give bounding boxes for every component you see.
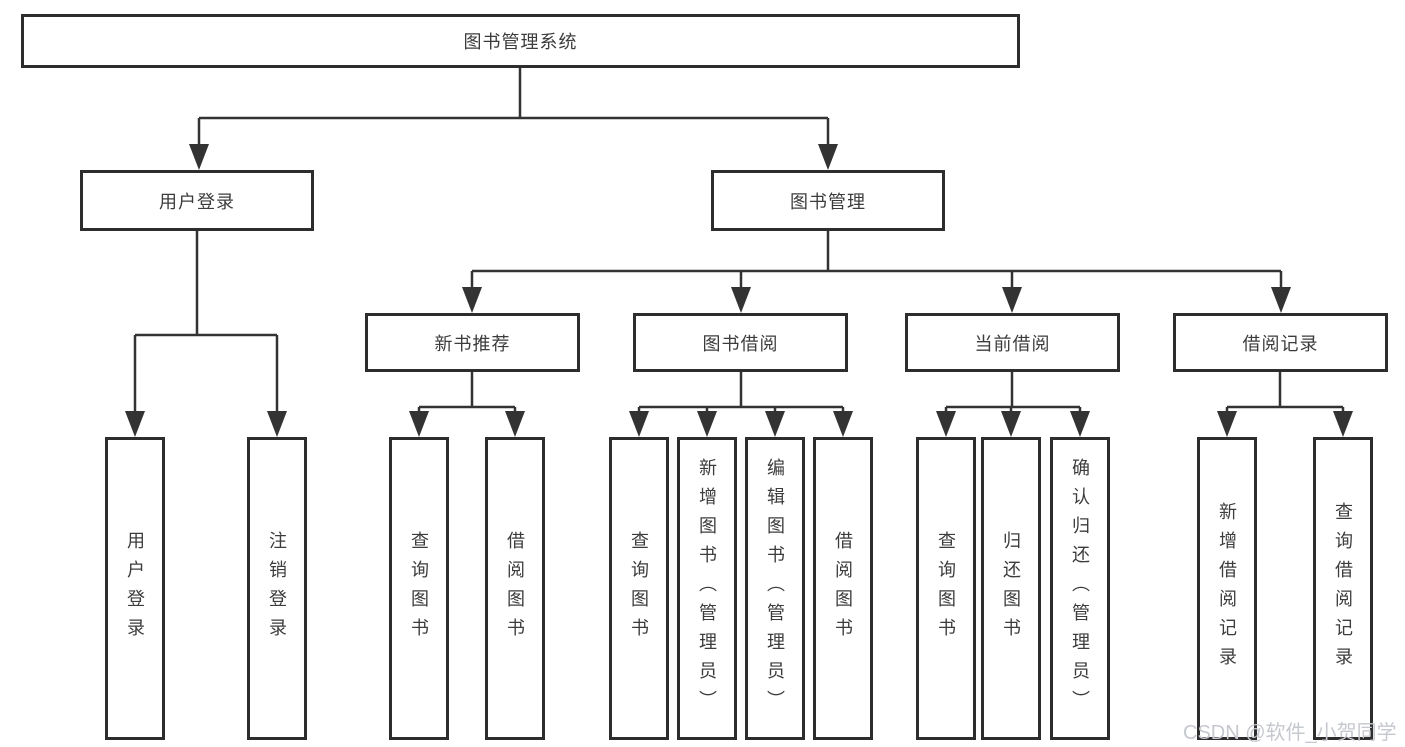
leaf-edit-books-admin-label: 编辑图书（管理员） [765,458,785,719]
leaf-borrow-query-books: 查询图书 [609,437,669,740]
node-book-borrow-label: 图书借阅 [702,333,779,354]
node-borrow-record: 借阅记录 [1173,313,1388,372]
leaf-add-borrow-record-label: 新增借阅记录 [1217,501,1237,676]
node-root-label: 图书管理系统 [463,32,578,52]
node-book-management: 图书管理 [711,170,945,231]
leaf-query-borrow-record: 查询借阅记录 [1313,437,1373,740]
arrowheads [125,144,1353,437]
leaf-current-query-books: 查询图书 [916,437,976,740]
leaf-rec-query-books: 查询图书 [389,437,449,740]
node-current-borrow-label: 当前借阅 [974,333,1051,354]
leaf-borrow-books-label: 借阅图书 [833,530,853,647]
leaf-borrow-books: 借阅图书 [813,437,873,740]
leaf-rec-query-books-label: 查询图书 [409,530,429,647]
node-borrow-record-label: 借阅记录 [1242,333,1319,354]
node-root: 图书管理系统 [21,14,1020,68]
node-book-borrow: 图书借阅 [633,313,848,372]
leaf-user-login-label: 用户登录 [125,530,145,647]
leaf-user-login: 用户登录 [105,437,165,740]
leaf-current-query-books-label: 查询图书 [936,530,956,647]
leaf-rec-borrow-books: 借阅图书 [485,437,545,740]
node-user-login-label: 用户登录 [159,191,235,212]
leaf-borrow-query-books-label: 查询图书 [629,530,649,647]
leaf-rec-borrow-books-label: 借阅图书 [505,530,525,647]
leaf-return-books: 归还图书 [981,437,1041,740]
leaf-logout-label: 注销登录 [267,530,287,647]
leaf-query-borrow-record-label: 查询借阅记录 [1333,501,1353,676]
leaf-confirm-return-admin-label: 确认归还（管理员） [1070,458,1090,719]
csdn-watermark: CSDN @软件_小贺同学 [1183,722,1397,744]
node-new-book-recommend: 新书推荐 [365,313,580,372]
leaf-add-books-admin: 新增图书（管理员） [677,437,737,740]
node-current-borrow: 当前借阅 [905,313,1120,372]
leaf-confirm-return-admin: 确认归还（管理员） [1050,437,1110,740]
leaf-logout: 注销登录 [247,437,307,740]
leaf-return-books-label: 归还图书 [1001,530,1021,647]
leaf-add-borrow-record: 新增借阅记录 [1197,437,1257,740]
leaf-add-books-admin-label: 新增图书（管理员） [697,458,717,719]
node-new-book-recommend-label: 新书推荐 [434,333,511,354]
node-user-login: 用户登录 [80,170,314,231]
leaf-edit-books-admin: 编辑图书（管理员） [745,437,805,740]
node-book-management-label: 图书管理 [790,191,866,212]
